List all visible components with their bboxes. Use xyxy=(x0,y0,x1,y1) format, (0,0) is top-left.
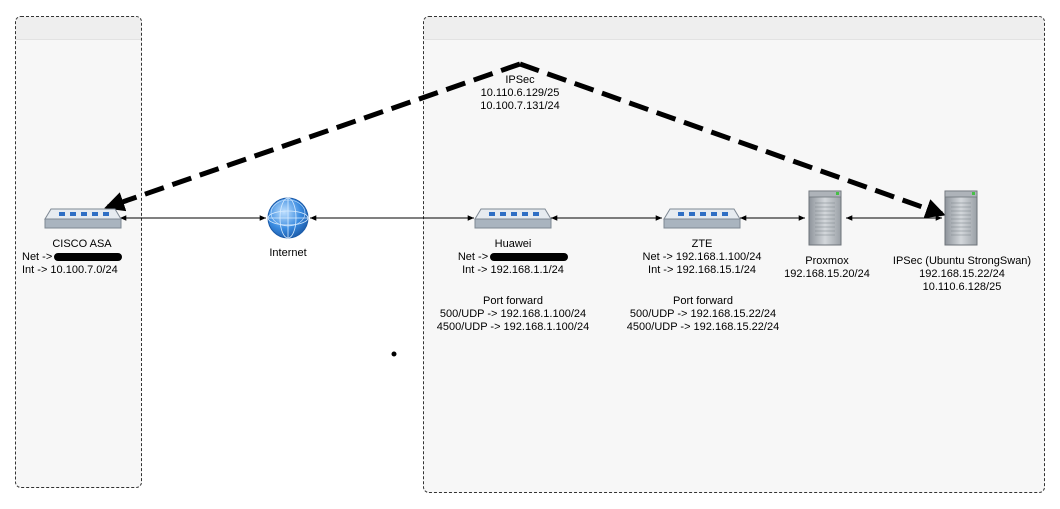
internet-name: Internet xyxy=(269,247,307,259)
redacted-ip xyxy=(490,253,569,262)
huawei-pf-1: 500/UDP -> 192.168.1.100/24 xyxy=(439,308,587,320)
zte-pf-title: Port forward xyxy=(673,295,733,307)
ipsec-tunnel xyxy=(104,61,946,219)
globe-icon xyxy=(267,197,309,239)
zte-name: ZTE xyxy=(691,238,713,250)
tunnel-label: IPSec 10.110.6.129/25 10.100.7.131/24 xyxy=(470,74,570,113)
left-lane-header xyxy=(16,17,141,40)
redacted-ip xyxy=(54,253,123,262)
zte-net: Net -> 192.168.1.100/24 xyxy=(642,251,762,263)
proxmox-label: Proxmox 192.168.15.20/24 xyxy=(772,255,882,281)
internet-label: Internet xyxy=(248,247,328,260)
zte-port-forward: Port forward 500/UDP -> 192.168.15.22/24… xyxy=(608,295,798,334)
huawei-pf-2: 4500/UDP -> 192.168.1.100/24 xyxy=(436,321,590,333)
tunnel-right-segment xyxy=(519,61,946,219)
cisco-int: Int -> 10.100.7.0/24 xyxy=(22,264,118,276)
zte-pf-1: 500/UDP -> 192.168.15.22/24 xyxy=(629,308,777,320)
zte-pf-2: 4500/UDP -> 192.168.15.22/24 xyxy=(626,321,780,333)
huawei-pf-title: Port forward xyxy=(483,295,543,307)
server-icon xyxy=(944,190,978,246)
strongswan-ip1: 192.168.15.22/24 xyxy=(919,268,1005,280)
strongswan-label: IPSec (Ubuntu StrongSwan) 192.168.15.22/… xyxy=(882,255,1042,294)
stray-dot xyxy=(391,351,397,357)
server-icon xyxy=(808,190,842,246)
router-icon xyxy=(44,208,122,229)
zte-label: ZTE Net -> 192.168.1.100/24 Int -> 192.1… xyxy=(622,238,782,277)
router-icon xyxy=(663,208,741,229)
tunnel-left-segment xyxy=(104,61,521,212)
cisco-label: CISCO ASA Net -> Int -> 10.100.7.0/24 xyxy=(22,238,142,277)
strongswan-name: IPSec (Ubuntu StrongSwan) xyxy=(892,255,1032,267)
left-lane xyxy=(15,16,142,488)
huawei-port-forward: Port forward 500/UDP -> 192.168.1.100/24… xyxy=(420,295,606,334)
right-lane-header xyxy=(424,17,1044,40)
router-icon xyxy=(474,208,552,229)
cisco-net: Net -> xyxy=(22,251,53,263)
huawei-net: Net -> xyxy=(457,251,489,263)
tunnel-subnet-a: 10.110.6.129/25 xyxy=(480,87,560,99)
cisco-name: CISCO ASA xyxy=(52,238,112,250)
huawei-name: Huawei xyxy=(494,238,532,250)
zte-int: Int -> 192.168.15.1/24 xyxy=(648,264,756,276)
huawei-int: Int -> 192.168.1.1/24 xyxy=(462,264,564,276)
huawei-label: Huawei Net -> Int -> 192.168.1.1/24 xyxy=(440,238,586,277)
tunnel-name: IPSec xyxy=(505,74,535,86)
tunnel-subnet-b: 10.100.7.131/24 xyxy=(480,100,560,112)
strongswan-ip2: 10.110.6.128/25 xyxy=(922,281,1002,293)
proxmox-name: Proxmox xyxy=(805,255,849,267)
proxmox-ip: 192.168.15.20/24 xyxy=(784,268,870,280)
